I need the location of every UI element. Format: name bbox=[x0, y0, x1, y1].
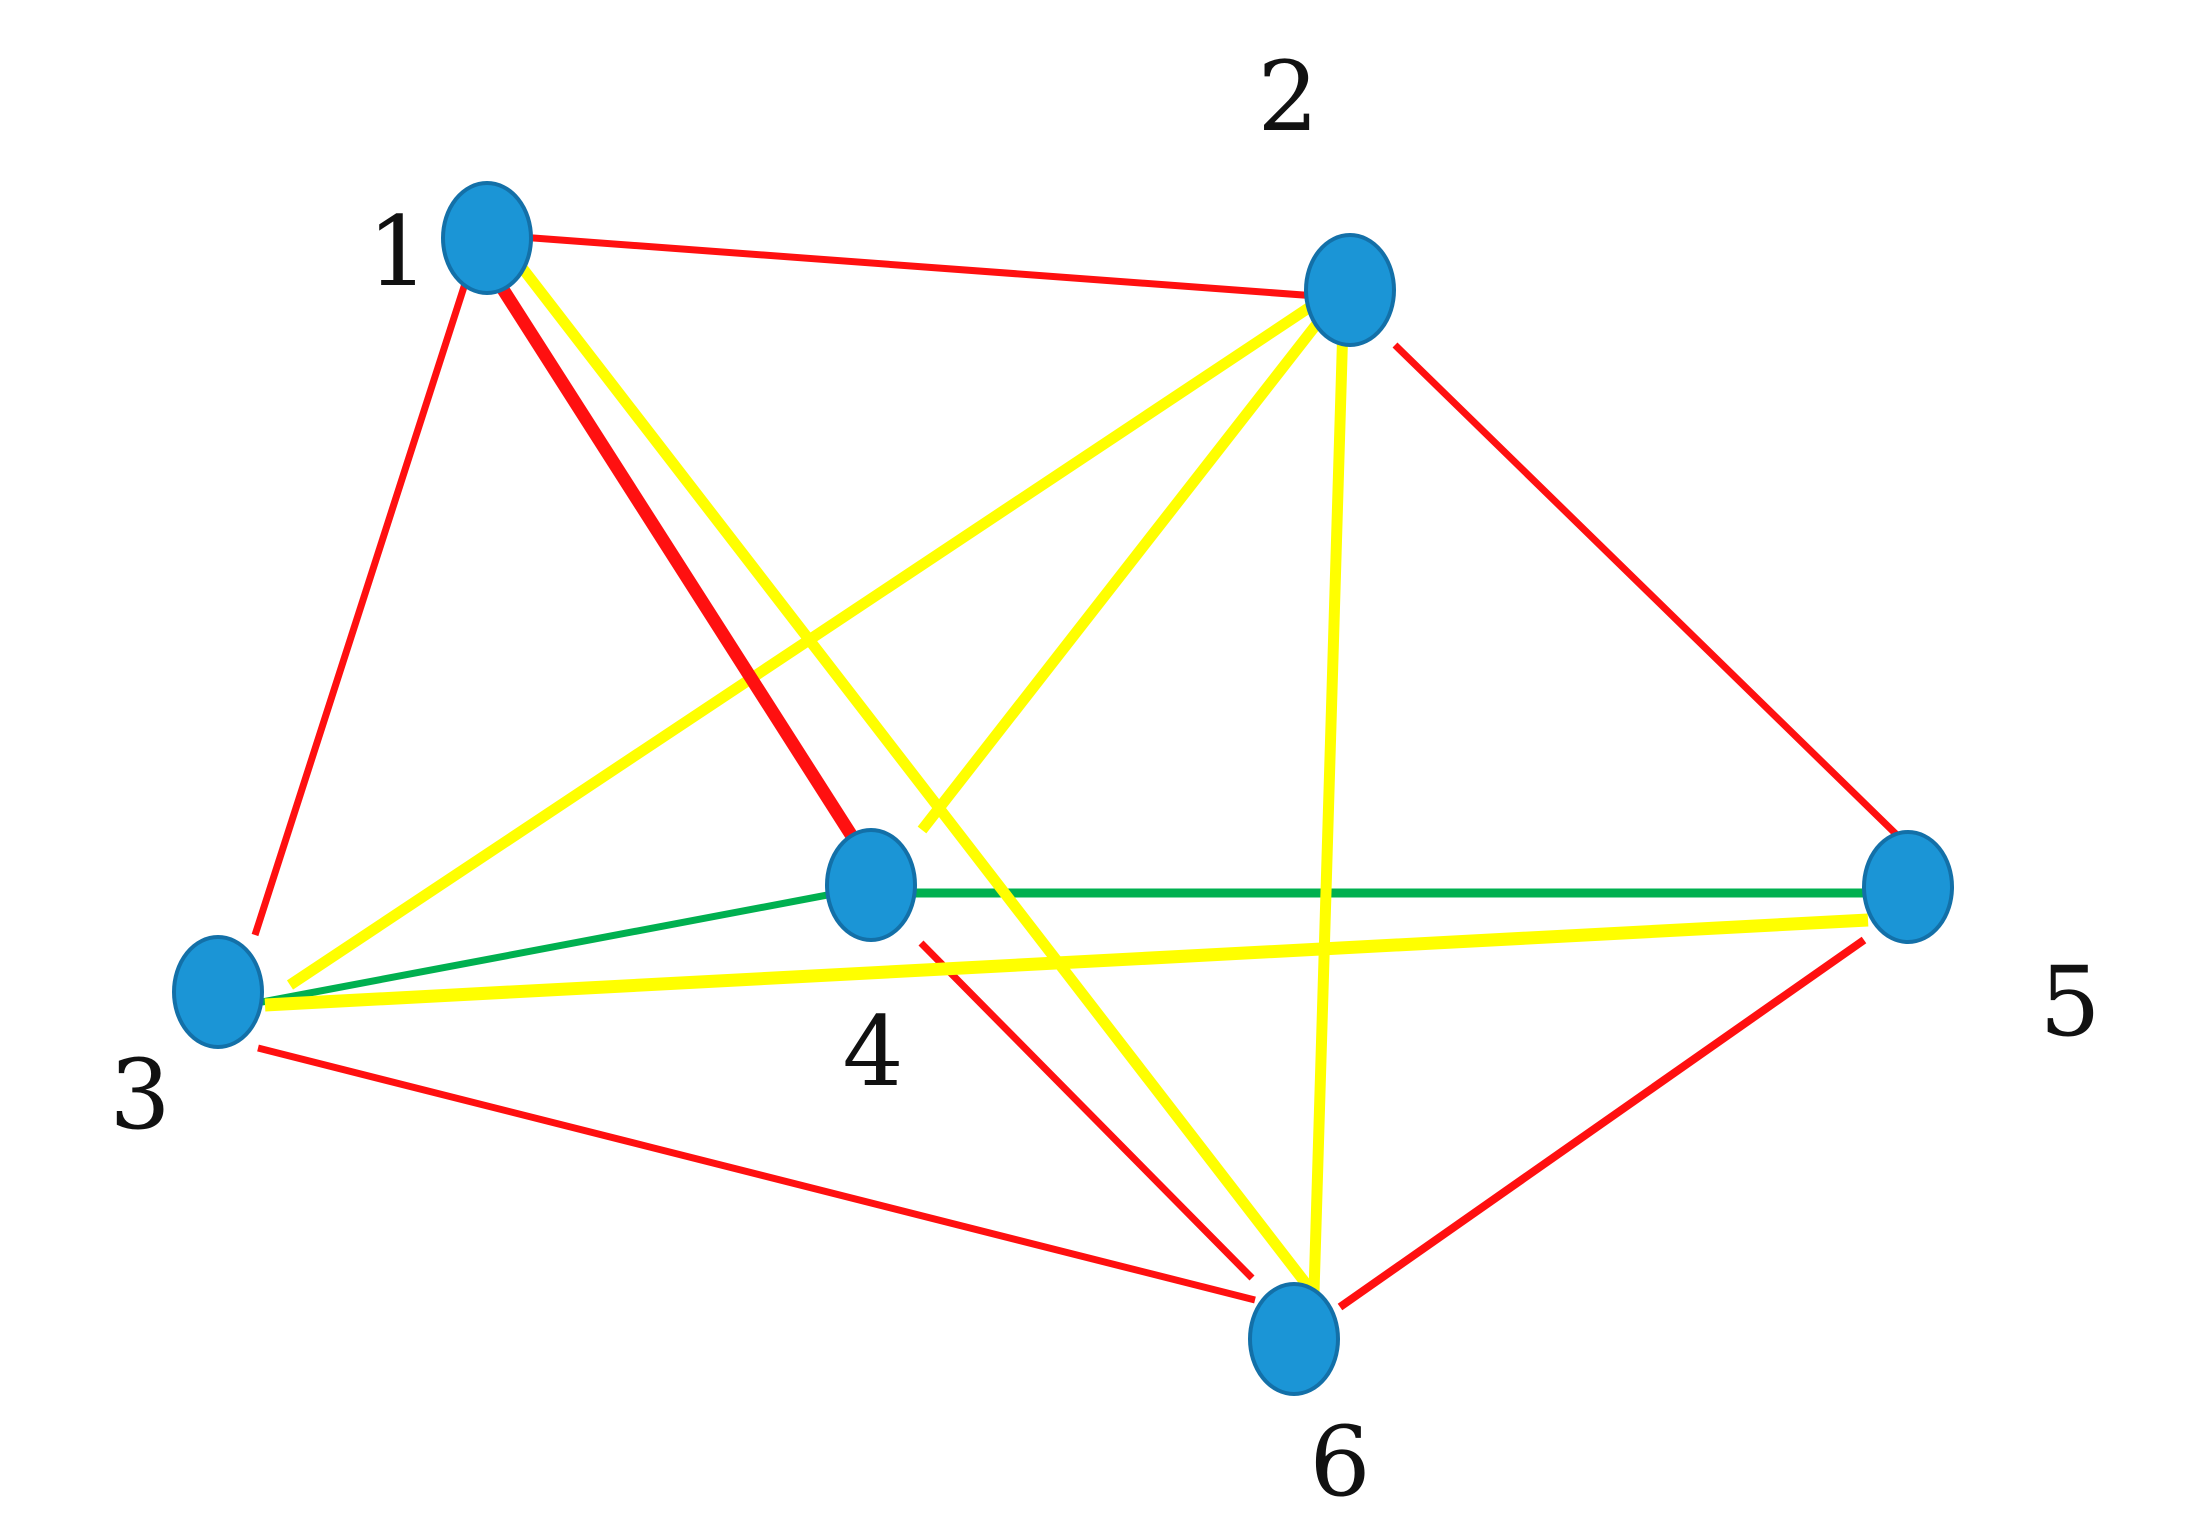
edge-2-6 bbox=[1308, 322, 1349, 1294]
edge-4-6 bbox=[918, 940, 1255, 1281]
edge-2-5 bbox=[1392, 342, 1903, 841]
node-label-1: 1 bbox=[367, 196, 428, 308]
edge-2-4 bbox=[917, 312, 1328, 834]
node-3 bbox=[172, 935, 264, 1049]
edge-3-6 bbox=[257, 1044, 1256, 1304]
node-1 bbox=[441, 181, 533, 295]
edge-5-6 bbox=[1337, 936, 1867, 1311]
node-label-4: 4 bbox=[842, 996, 903, 1108]
edge-1-3 bbox=[251, 260, 476, 937]
edge-1-4 bbox=[477, 254, 884, 881]
node-label-6: 6 bbox=[1309, 1406, 1370, 1518]
labels-layer: 1 2 3 4 5 6 bbox=[109, 41, 2100, 1518]
nodes-layer bbox=[172, 181, 1954, 1396]
edges-layer bbox=[251, 233, 1903, 1311]
edge-2-3 bbox=[286, 300, 1317, 990]
edge-3-5 bbox=[264, 913, 1869, 1012]
node-label-3: 3 bbox=[109, 1039, 170, 1151]
node-5 bbox=[1862, 830, 1954, 944]
edge-3-4 bbox=[261, 889, 839, 1006]
edge-1-6 bbox=[515, 261, 1319, 1298]
node-6 bbox=[1248, 1282, 1340, 1396]
edge-1-2 bbox=[519, 233, 1331, 301]
node-label-5: 5 bbox=[2039, 946, 2100, 1058]
node-2 bbox=[1304, 233, 1396, 347]
node-4 bbox=[825, 828, 917, 942]
node-label-2: 2 bbox=[1257, 41, 1318, 153]
